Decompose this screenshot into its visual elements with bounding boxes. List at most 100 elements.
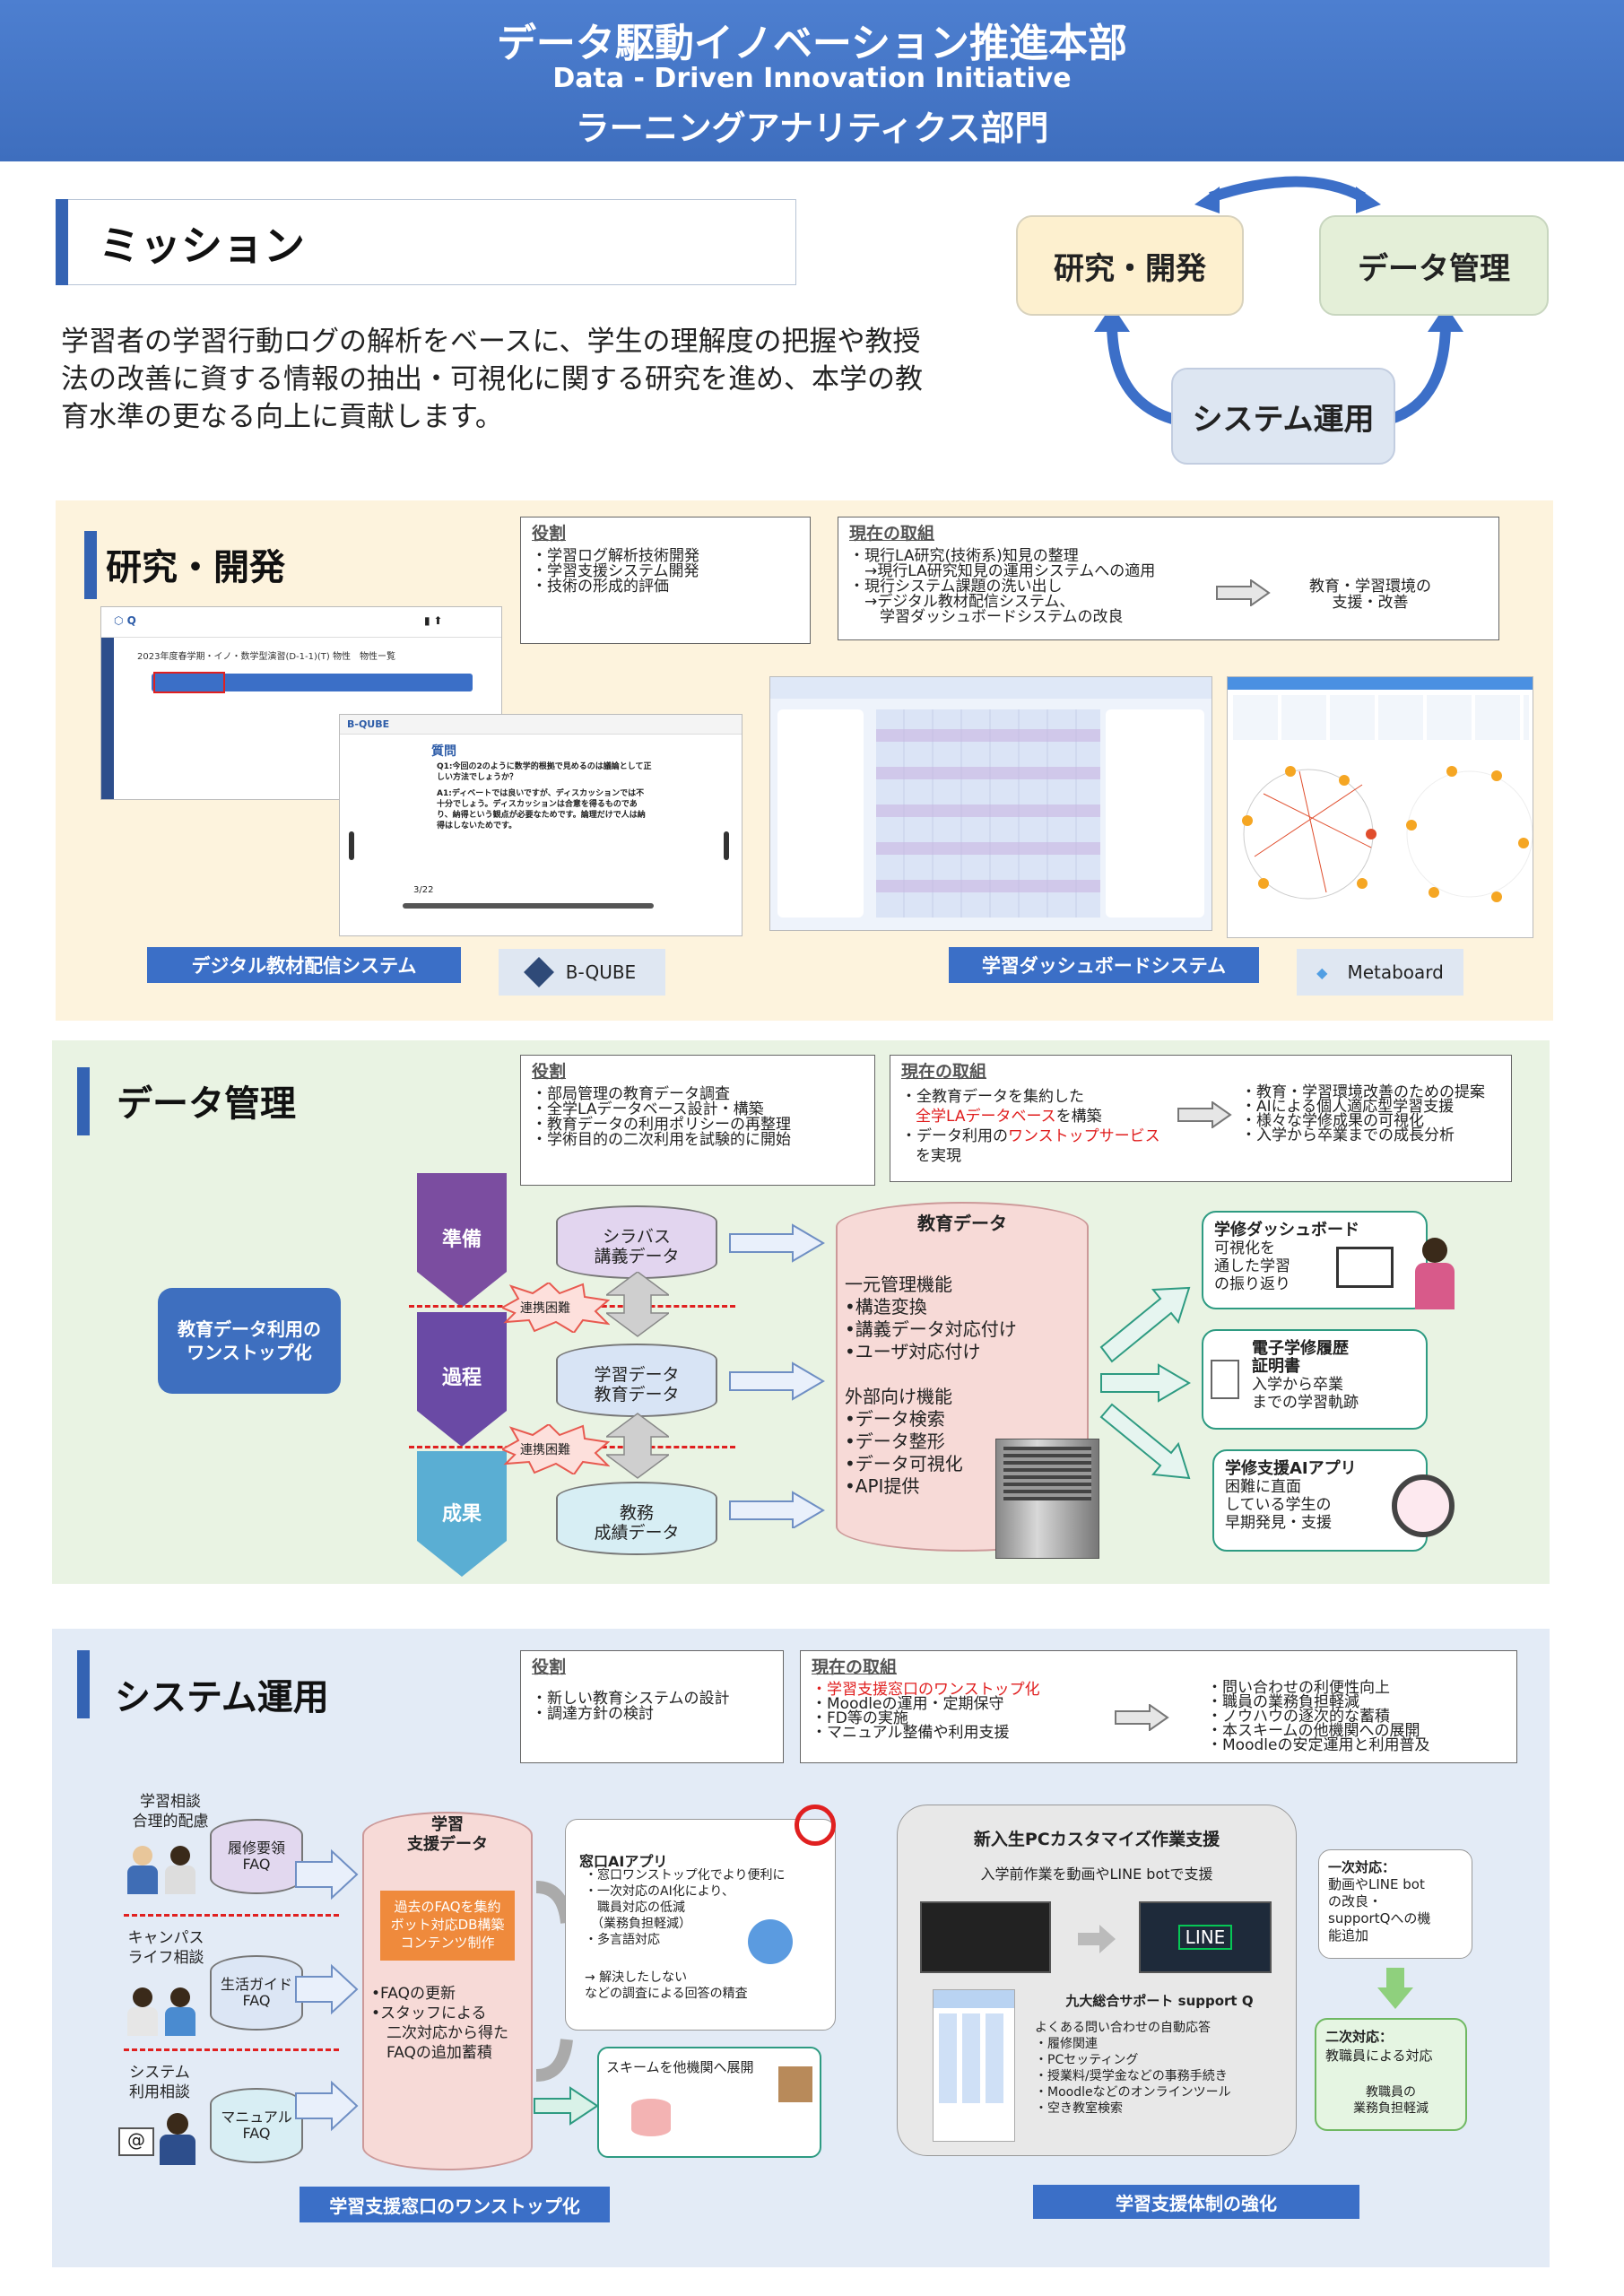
system-title-bar [77, 1650, 90, 1718]
system-result: ・問い合わせの利便性向上 ・職員の業務負担軽減 ・ノウハウの逐次的な蓄積 ・本ス… [1207, 1679, 1430, 1754]
difficult-burst-1 [502, 1283, 610, 1333]
data-current-b: 全学LAデータベース [916, 1108, 1056, 1126]
phase-chevrons [417, 1173, 507, 1577]
research-title: 研究・開発 [106, 547, 285, 588]
support-data-title: 学習 支援データ [407, 1815, 488, 1854]
supportq-title: 九大総合サポート support Q [1065, 1993, 1254, 2009]
cylinder-syllabus-label: シラバス 講義データ [594, 1227, 680, 1266]
support-data-box: 過去のFAQを集約 ボット対応DB構築 コンテンツ制作 [380, 1891, 515, 1961]
consult-campus: キャンパス ライフ相談 [127, 1929, 204, 1967]
system-role-text: ・新しい教育システムの設計 ・調達方針の検討 [532, 1690, 730, 1723]
onestop-box: 教育データ利用の ワンストップ化 [158, 1288, 341, 1394]
data-role-text: ・部局管理の教育データ調査 ・全学LAデータベース設計・構築 ・教育データの利用… [532, 1085, 791, 1149]
header-division: ラーニングアナリティクス部門 [575, 109, 1049, 148]
research-title-bar [84, 531, 97, 599]
research-current-heading: 現在の取組 [849, 524, 935, 544]
data-result-arrow [1177, 1101, 1232, 1128]
ai-brain-icon [748, 1919, 793, 1964]
system-current-a: ・学習支援窓口の [812, 1681, 934, 1699]
bqube-a1: A1:ディベートでは良いですが、ディスカッションでは不十分でしょう。ディスカッシ… [437, 789, 646, 831]
first-response-heading: 一次対応： [1328, 1859, 1396, 1875]
cycle-research: 研究・開発 [1016, 215, 1244, 316]
research-result: 教育・学習環境の 支援・改善 [1309, 578, 1431, 612]
person-staff-icon [160, 2113, 195, 2167]
faq-to-support-arrows [295, 1848, 359, 2132]
to-edu-arrows [729, 1223, 825, 1528]
bqube-logo: B-QUBE [499, 949, 665, 996]
system-current-b: ワンストップ化 [934, 1681, 1040, 1699]
scheme-db-icon [631, 2099, 671, 2136]
system-current-heading: 現在の取組 [812, 1657, 898, 1677]
bqube-course-header: 2023年度春学期・イノ・数学型演習(D-1-1)(T) 物性 物性ー覧 [137, 652, 395, 662]
edu-data-body: 一元管理機能 •構造変換 •講義データ対応付け •ユーザ対応付け 外部向け機能 … [845, 1274, 1017, 1497]
data-current-c: を構築 [1055, 1108, 1102, 1126]
header-title-jp: データ駆動イノベーション推進本部 [496, 21, 1128, 66]
faq-cyl-1-label: 履修要領 FAQ [227, 1839, 285, 1873]
bqube-brand: B-QUBE [347, 718, 390, 730]
faq-cyl-3: マニュアル FAQ [210, 2088, 303, 2163]
card-ai-title: 学修支援AIアプリ [1225, 1459, 1357, 1478]
bqube-q1: Q1:今回の2のように数学的根拠で見めるのは議論として正しい方法でしょうか？ [437, 762, 652, 782]
data-role-heading: 役割 [532, 1062, 567, 1082]
dashboard-screenshot [769, 676, 1212, 931]
exchange-arrows [606, 1272, 669, 1479]
card-dashboard-title: 学修ダッシュボード [1214, 1221, 1359, 1239]
label-digital-material-system: デジタル教材配信システム [147, 947, 461, 983]
pc-arrow [1078, 1925, 1116, 1953]
ai-app-body: ・窓口ワンストップ化でより便利に ・一次対応のAI化により、 職員対応の低減 （… [585, 1868, 786, 1947]
magnifier-chart-icon [1392, 1474, 1455, 1537]
scheme-title: スキームを他機関へ展開 [606, 2059, 754, 2075]
bqube-page: 3/22 [413, 885, 434, 895]
people-consult-icon-2 [126, 1980, 201, 2039]
people-consult-icon-1 [126, 1839, 201, 1898]
ai-app-result: → 解決したしない などの調査による回答の精査 [585, 1970, 748, 2001]
header-title-en: Data - Driven Innovation Initiative [552, 63, 1072, 94]
consult-study: 学習相談 合理的配慮 [132, 1793, 209, 1831]
bqube-question-title: 質問 [431, 744, 456, 759]
no-staff-icon [795, 1805, 836, 1846]
support-data-body: •FAQの更新 •スタッフによる 二次対応から得た FAQの追加蓄積 [371, 1985, 508, 2062]
metabase-logo: ◆ Metaboard [1297, 949, 1463, 996]
data-title-bar [77, 1067, 90, 1135]
system-role-heading: 役割 [532, 1657, 567, 1677]
supportq-phone-screenshot [933, 1989, 1015, 2142]
first-response-text: 動画やLINE bot の改良・ supportQへの機 能追加 [1328, 1876, 1431, 1944]
system-current-box: 現在の取組 ・学習支援窓口のワンストップ化 ・Moodleの運用・定期保守 ・F… [800, 1650, 1517, 1763]
faq-cyl-1: 履修要領 FAQ [210, 1819, 303, 1894]
label-support-strengthen: 学習支援体制の強化 [1033, 2185, 1359, 2219]
card-transcript-text: 入学から卒業 までの学習軌跡 [1252, 1376, 1359, 1412]
label-onestop-window: 学習支援窓口のワンストップ化 [300, 2187, 610, 2222]
research-result-arrow [1216, 579, 1271, 606]
bqube-logo-text: B-QUBE [565, 961, 637, 983]
data-current-d: ・データ利用の [901, 1127, 1008, 1145]
red-dashed-line-4 [124, 2048, 339, 2051]
server-rack-icon [995, 1439, 1099, 1559]
data-current-a: ・全教育データを集約した [901, 1088, 1084, 1106]
data-current-e: ワンストップサービス [1008, 1127, 1160, 1145]
faq-cyl-3-label: マニュアル FAQ [221, 2109, 292, 2142]
research-current-text: ・現行LA研究(技術系)知見の整理 →現行LA研究知見の運用システムへの適用 ・… [849, 547, 1156, 626]
supportq-body: よくある問い合わせの自動応答 ・履修関連 ・PCセッティング ・授業料/奨学金な… [1035, 2021, 1231, 2116]
card-dashboard-text: 可視化を 通した学習 の振り返り [1214, 1239, 1290, 1293]
ai-app-box [565, 1819, 836, 2031]
system-role-box: 役割 ・新しい教育システムの設計 ・調達方針の検討 [520, 1650, 784, 1763]
cylinder-grades: 教務 成績データ [556, 1482, 717, 1555]
metabase-screenshot [1227, 676, 1533, 938]
bqube-cube-icon [523, 957, 554, 987]
difficult-burst-2 [502, 1424, 610, 1474]
phase-result: 成果 [441, 1503, 482, 1526]
cylinder-grades-label: 教務 成績データ [594, 1503, 680, 1543]
second-response-text: 教職員による対応 [1325, 2048, 1433, 2064]
data-result: ・教育・学習環境改善のための提案 ・AIによる個人適応型学習支援 ・様々な学修成… [1241, 1083, 1485, 1144]
certificate-icon [1211, 1360, 1239, 1399]
second-response-heading: 二次対応： [1325, 2029, 1394, 2045]
card-dashboard: 学修ダッシュボード 可視化を 通した学習 の振り返り [1202, 1211, 1428, 1309]
second-response-result: 教職員の 業務負担軽減 [1353, 2085, 1429, 2116]
consult-system: システム 利用相談 [129, 2064, 190, 2101]
metabase-dots-icon: ◆ [1316, 963, 1328, 981]
cycle-system: システム運用 [1171, 368, 1395, 465]
ai-app-title: 窓口AIアプリ [579, 1853, 668, 1870]
video-screenshot [920, 1901, 1051, 1973]
system-current-c: ・Moodleの運用・定期保守 ・FD等の実施 ・マニュアル整備や利用支援 [812, 1695, 1010, 1742]
bqube-screenshot-list: ⬡ Q ▮ ⬆ 2023年度春学期・イノ・数学型演習(D-1-1)(T) 物性 … [100, 606, 502, 800]
